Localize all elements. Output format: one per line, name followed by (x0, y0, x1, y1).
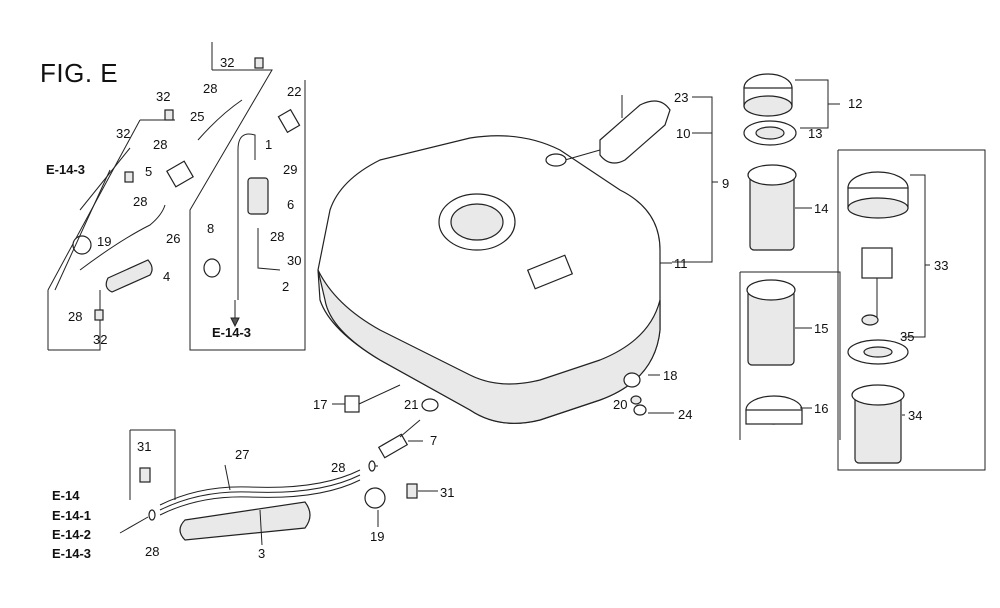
arrows (54, 147, 240, 328)
tube-25 (197, 99, 243, 141)
part-label: 1 (265, 137, 273, 152)
elbow-2 (257, 228, 281, 271)
bracket-22 (277, 108, 301, 134)
cap-assembly-33 (847, 171, 909, 464)
holder-16 (745, 395, 803, 425)
part-label: 32 (156, 89, 171, 104)
part-label: 27 (235, 447, 250, 462)
washer-21 (421, 398, 439, 412)
part-label: 32 (116, 126, 131, 141)
part-label: 23 (674, 90, 689, 105)
fuel-cock-7 (377, 419, 421, 459)
part-label: 33 (934, 258, 949, 273)
figure-title: FIG. E (40, 58, 119, 88)
hose-1-loop (237, 133, 256, 300)
part-label: 25 (190, 109, 205, 124)
part-label: 2 (282, 279, 290, 294)
filter-6 (247, 177, 269, 215)
part-label: 35 (900, 329, 915, 344)
leader-bracket-12 (795, 79, 840, 129)
part-label: 24 (678, 407, 693, 422)
bottom-group-frame (129, 429, 176, 500)
leader-bracket-33 (902, 174, 930, 338)
part-label: 3 (258, 546, 266, 561)
part-label: 4 (163, 269, 171, 284)
part-label: 10 (676, 126, 691, 141)
strainer-14 (747, 164, 797, 251)
part-label: 28 (153, 137, 168, 152)
fuel-tank (317, 135, 661, 424)
fuel-hose-27 (159, 469, 361, 516)
part-label: 32 (220, 55, 235, 70)
part-label: 14 (814, 201, 829, 216)
part-label: 29 (283, 162, 298, 177)
part-label: 34 (908, 408, 923, 423)
part-label: 28 (203, 81, 218, 96)
leader-bracket-9 (672, 96, 718, 263)
part-label: 30 (287, 253, 302, 268)
fuel-gauge-10 (545, 95, 671, 167)
part-label: 6 (287, 197, 295, 212)
part-label: 9 (722, 176, 730, 191)
part-label: 12 (848, 96, 863, 111)
gasket-13 (743, 120, 797, 146)
part-label: 11 (674, 256, 688, 271)
reference-label: E-14-3 (46, 162, 86, 177)
part-label: 31 (440, 485, 455, 500)
reference-label: E-14-1 (52, 508, 92, 523)
part-label: 28 (68, 309, 83, 324)
hose-3 (179, 501, 311, 541)
bolt-17 (344, 384, 401, 413)
grommet-18-20-24 (623, 372, 647, 416)
part-label: 20 (613, 397, 628, 412)
part-label: 28 (270, 229, 285, 244)
part-label: 5 (145, 164, 153, 179)
filler-cap-12 (743, 73, 793, 117)
part-label: 19 (97, 234, 112, 249)
part-label: 21 (404, 397, 419, 412)
right-frames (739, 149, 986, 471)
part-label: 28 (133, 194, 148, 209)
part-label: 28 (145, 544, 160, 559)
part-label: 13 (808, 126, 823, 141)
part-label: 16 (814, 401, 829, 416)
part-label: 26 (166, 231, 181, 246)
part-label: 7 (430, 433, 438, 448)
part-label: 28 (331, 460, 346, 475)
part-label: 32 (93, 332, 108, 347)
clip-8 (203, 258, 221, 278)
part-label: 22 (287, 84, 302, 99)
part-label: 18 (663, 368, 678, 383)
part-label: 15 (814, 321, 829, 336)
clip-28-bottom (148, 460, 376, 521)
part-label: 17 (313, 397, 328, 412)
reference-label: E-14-2 (52, 527, 92, 542)
mid-group-frame (189, 42, 306, 351)
part-label: 8 (207, 221, 215, 236)
clip-31 (139, 467, 418, 499)
reference-label: E-14-3 (212, 325, 252, 340)
strainer-15 (746, 279, 796, 366)
reference-label: E-14-3 (52, 546, 92, 561)
part-label: 31 (137, 439, 152, 454)
reference-label: E-14 (52, 488, 80, 503)
hose-4 (105, 259, 153, 293)
clips-32 (94, 57, 264, 321)
part-label: 19 (370, 529, 385, 544)
joint-5 (166, 160, 194, 188)
clamp-19b (364, 487, 386, 509)
hose-26 (79, 204, 166, 271)
